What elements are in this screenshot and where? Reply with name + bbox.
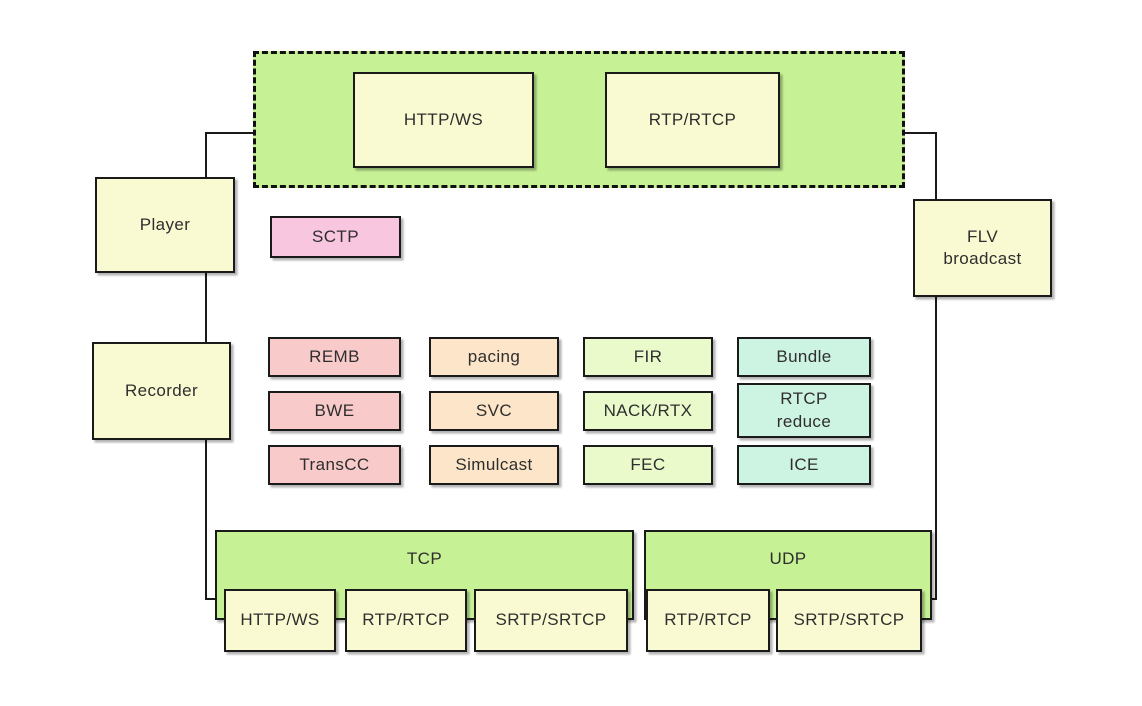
feature-fir: FIR — [583, 337, 713, 377]
recorder-node: Recorder — [92, 342, 231, 440]
connector-recorder-tcp — [205, 438, 207, 600]
signaling-box-http-ws: HTTP/WS — [353, 72, 534, 168]
feature-simulcast: Simulcast — [429, 445, 559, 485]
feature-svc: SVC — [429, 391, 559, 431]
feature-rtcp-reduce-label: RTCP reduce — [776, 389, 832, 431]
sctp-node: SCTP — [270, 216, 401, 258]
connector-flv-udp — [935, 295, 937, 600]
signaling-group: HTTP/WS RTP/RTCP — [253, 51, 905, 188]
tcp-protocol-srtp-srtcp: SRTP/SRTCP — [474, 589, 628, 652]
connector-player-recorder — [205, 271, 207, 344]
feature-fec: FEC — [583, 445, 713, 485]
connector-recorder-tcp-jog — [205, 598, 217, 600]
flv-broadcast-node: FLV broadcast — [913, 199, 1052, 297]
flv-broadcast-label: FLV broadcast — [943, 226, 1022, 268]
feature-rtcp-reduce: RTCP reduce — [737, 383, 871, 438]
feature-remb: REMB — [268, 337, 401, 377]
tcp-protocol-rtp-rtcp: RTP/RTCP — [345, 589, 467, 652]
connector-player-signaling-v — [205, 132, 207, 179]
udp-protocol-srtp-srtcp: SRTP/SRTCP — [776, 589, 922, 652]
feature-ice: ICE — [737, 445, 871, 485]
signaling-box-rtp-rtcp: RTP/RTCP — [605, 72, 780, 168]
udp-protocol-rtp-rtcp: RTP/RTCP — [646, 589, 770, 652]
feature-pacing: pacing — [429, 337, 559, 377]
connector-signaling-flv-v — [935, 132, 937, 201]
feature-transcc: TransCC — [268, 445, 401, 485]
connector-signaling-flv-h — [903, 132, 937, 134]
udp-label: UDP — [769, 549, 807, 568]
tcp-protocol-http-ws: HTTP/WS — [224, 589, 336, 652]
feature-bwe: BWE — [268, 391, 401, 431]
connector-player-signaling-h — [205, 132, 255, 134]
player-node: Player — [95, 177, 235, 273]
tcp-label: TCP — [406, 549, 443, 568]
feature-nack-rtx: NACK/RTX — [583, 391, 713, 431]
feature-bundle: Bundle — [737, 337, 871, 377]
